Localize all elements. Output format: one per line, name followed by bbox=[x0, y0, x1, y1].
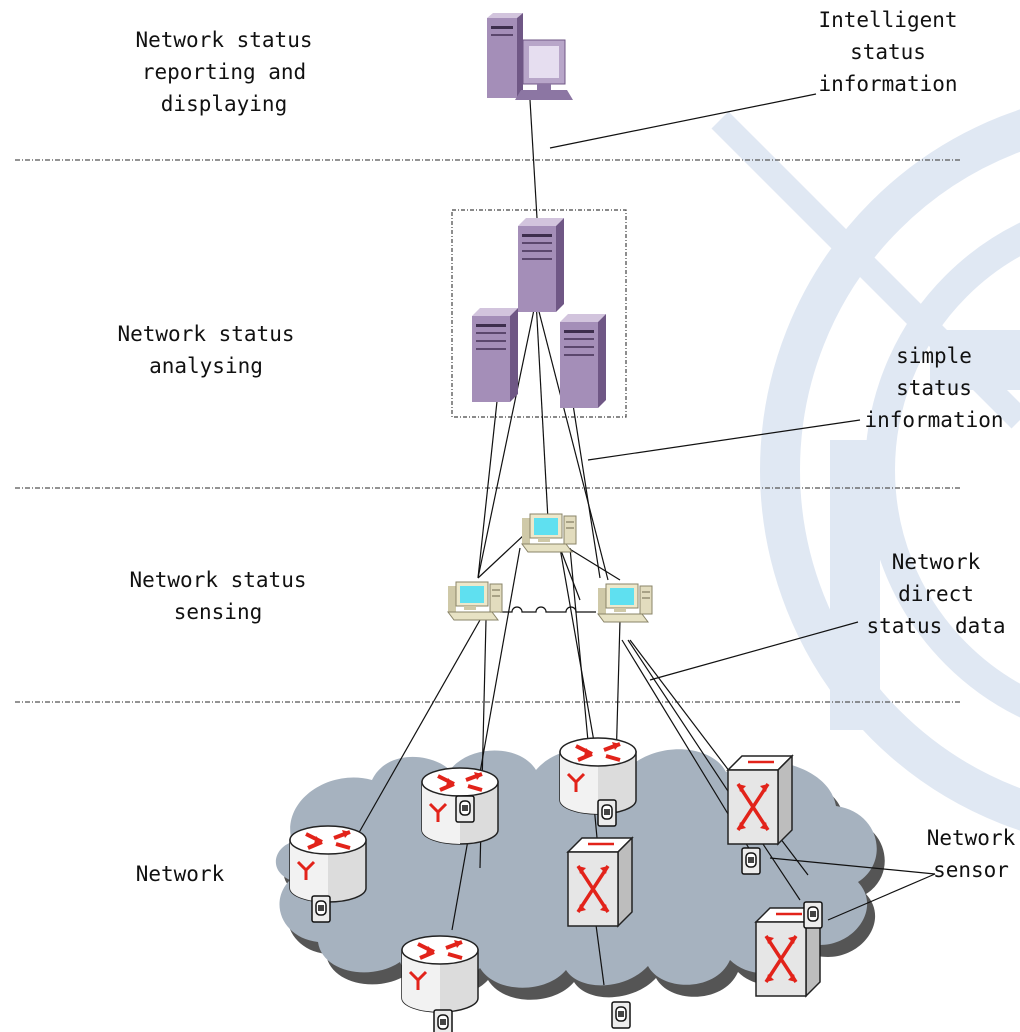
annotation-direct: Network direct status data bbox=[866, 550, 1006, 638]
analysing-group-box bbox=[451, 209, 627, 418]
annotation-simple: simple status information bbox=[864, 344, 1004, 432]
layer-label-network: Network bbox=[135, 862, 225, 886]
workstation-icon bbox=[487, 13, 573, 100]
layer-label-sensing: Network status sensing bbox=[129, 568, 307, 624]
layer-label-reporting: Network status reporting and displaying bbox=[135, 28, 313, 116]
annotation-sensor: Network sensor bbox=[926, 826, 1016, 882]
layer-label-analysing: Network status analysing bbox=[117, 322, 295, 378]
annotation-intelligent: Intelligent status information bbox=[818, 8, 958, 96]
watermark-logo bbox=[711, 109, 1020, 831]
